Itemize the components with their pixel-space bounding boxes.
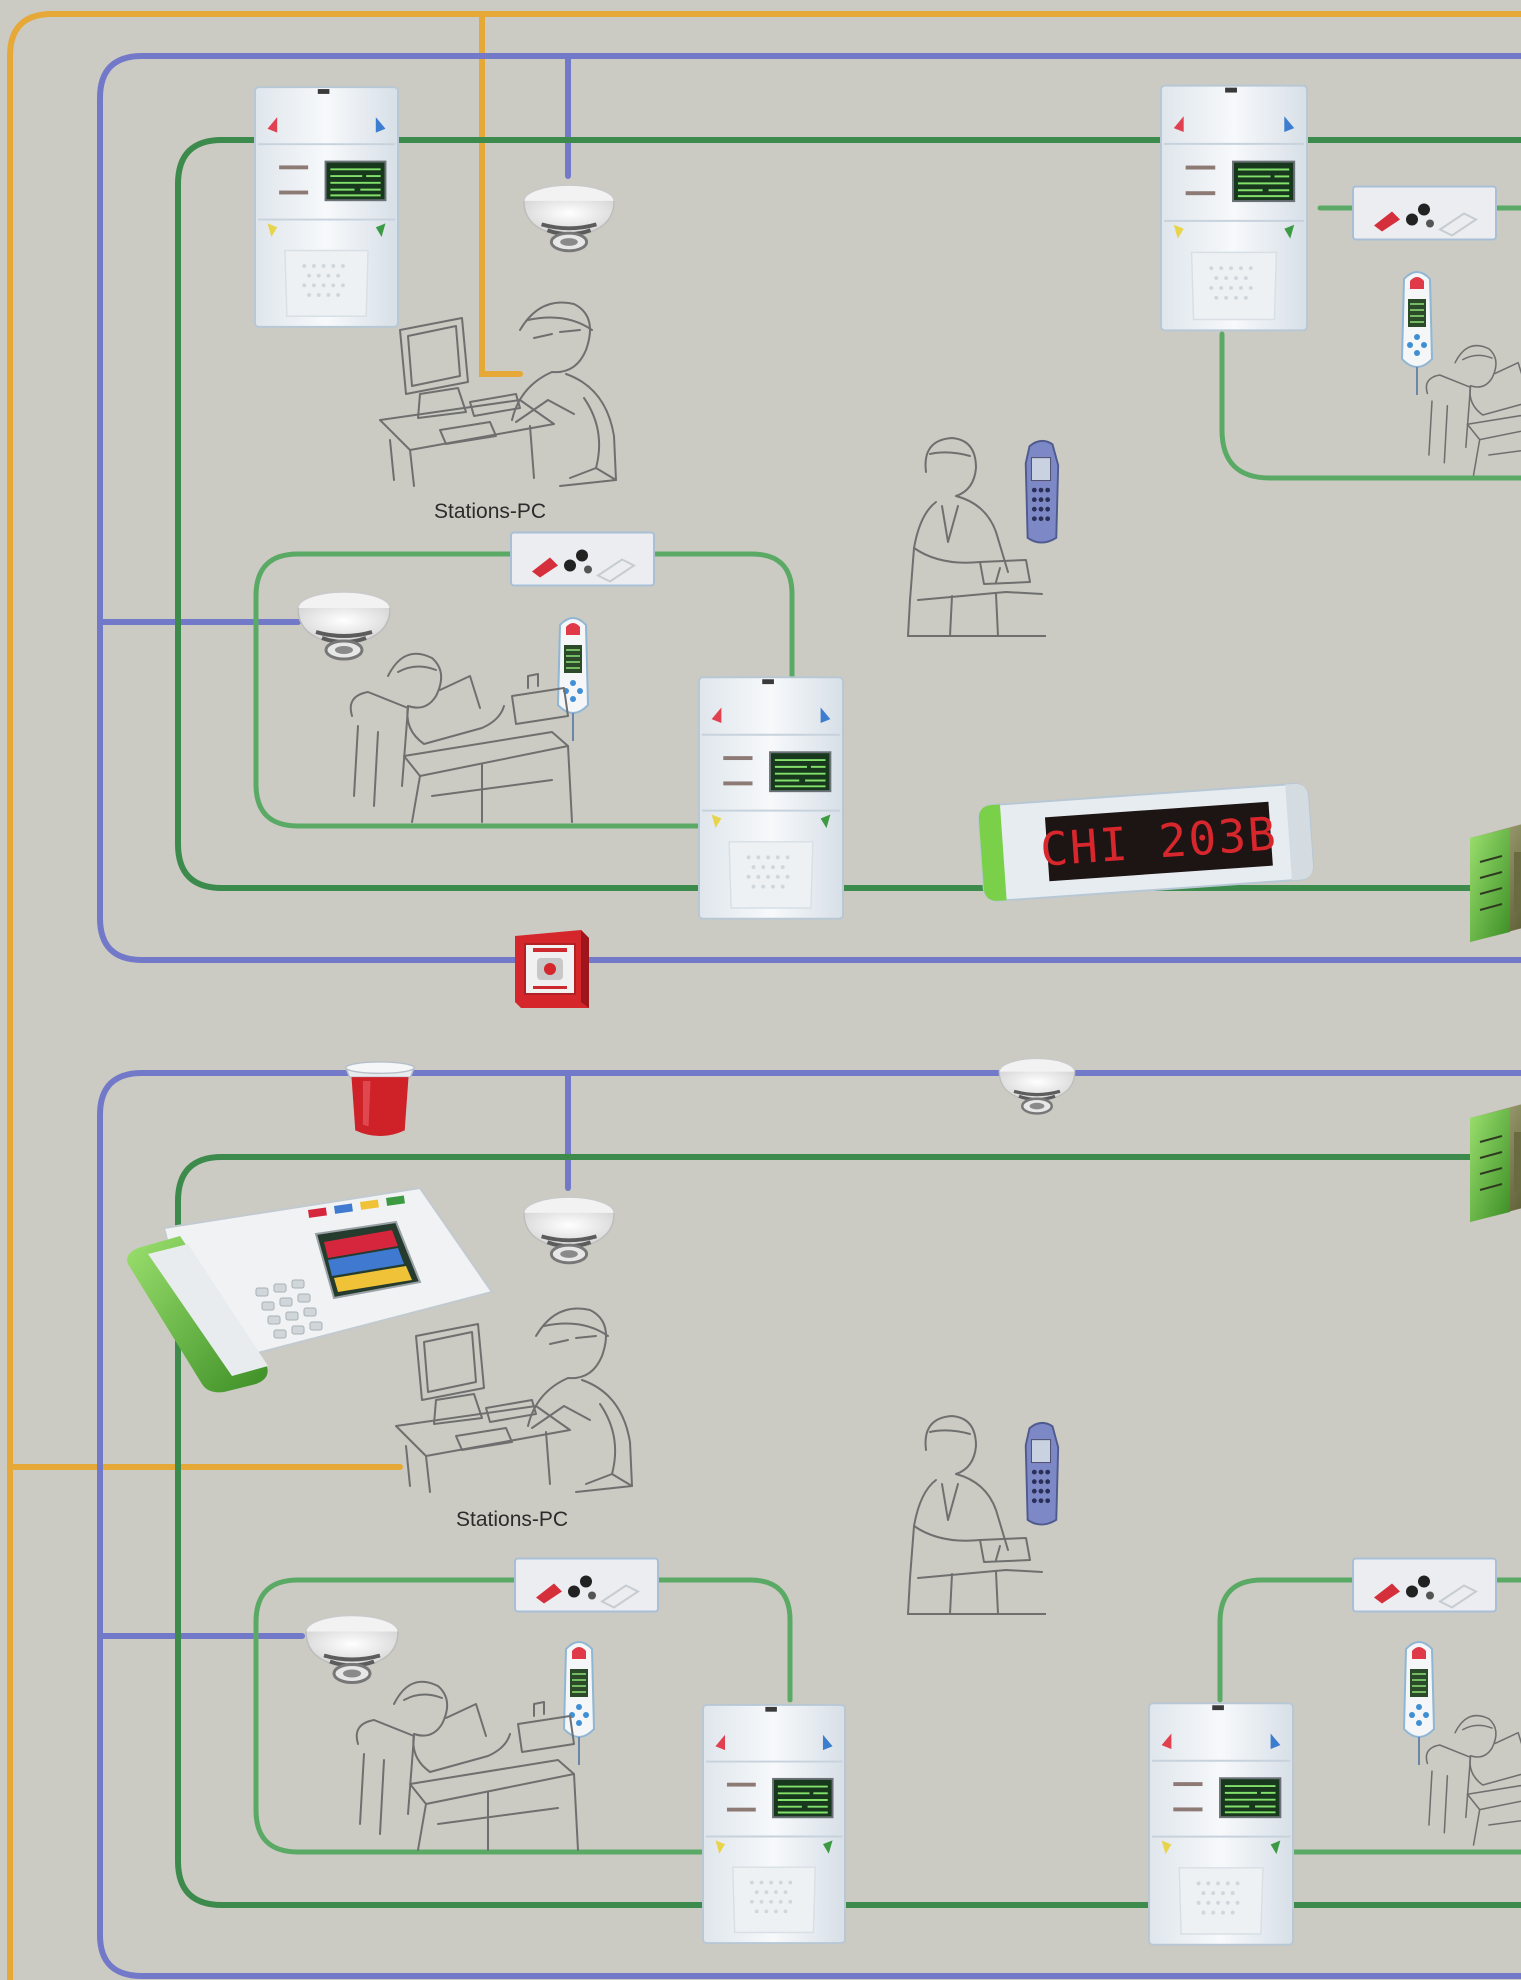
desk-worker-sketch-icon bbox=[396, 1308, 632, 1492]
control-panel-icon bbox=[703, 1705, 845, 1943]
control-panel-icon bbox=[255, 87, 398, 327]
smoke-detector-icon bbox=[306, 1616, 398, 1683]
smoke-detector-icon bbox=[298, 592, 390, 659]
upper-ward: Stations-PC CHI 203B bbox=[255, 86, 1521, 1008]
handset-pendant-icon bbox=[558, 618, 588, 741]
call-module-icon bbox=[1353, 1559, 1496, 1612]
handset-pendant-icon bbox=[1402, 272, 1432, 395]
handset-pendant-icon bbox=[564, 1642, 594, 1765]
call-module-icon bbox=[1353, 187, 1496, 240]
led-display-board: CHI 203B bbox=[978, 783, 1314, 902]
power-supply-icon bbox=[1470, 1102, 1521, 1222]
call-module-icon bbox=[511, 533, 654, 586]
dect-phone-icon bbox=[1026, 1423, 1058, 1525]
control-panel-icon bbox=[1149, 1703, 1293, 1944]
handset-pendant-icon bbox=[1404, 1642, 1434, 1765]
light-green-room-bus bbox=[256, 208, 1521, 1852]
dect-phone-icon bbox=[1026, 441, 1058, 543]
patient-bed-sketch-icon bbox=[1426, 1716, 1521, 1845]
stations-pc-label: Stations-PC bbox=[456, 1508, 568, 1531]
patient-bed-sketch-icon bbox=[1426, 346, 1521, 475]
blue-detector-bus bbox=[100, 56, 1521, 1976]
control-panel-icon bbox=[1161, 86, 1307, 331]
smoke-detector-icon bbox=[524, 185, 614, 251]
control-panel-icon bbox=[699, 677, 843, 918]
desk-worker-sketch-icon bbox=[380, 302, 616, 486]
lower-ward: Stations-PC bbox=[127, 1059, 1521, 1945]
patient-bed-sketch-icon bbox=[351, 654, 572, 822]
call-module-icon bbox=[515, 1559, 658, 1612]
power-supply-icon bbox=[1470, 822, 1521, 942]
manual-call-point-icon bbox=[515, 930, 589, 1008]
patient-bed-sketch-icon bbox=[357, 1682, 578, 1850]
stations-pc-label: Stations-PC bbox=[434, 500, 546, 523]
nurse-console-icon bbox=[127, 1188, 492, 1392]
beacon-sounder-icon bbox=[346, 1062, 414, 1136]
smoke-detector-icon bbox=[524, 1197, 614, 1263]
smoke-detector-icon bbox=[999, 1059, 1074, 1114]
